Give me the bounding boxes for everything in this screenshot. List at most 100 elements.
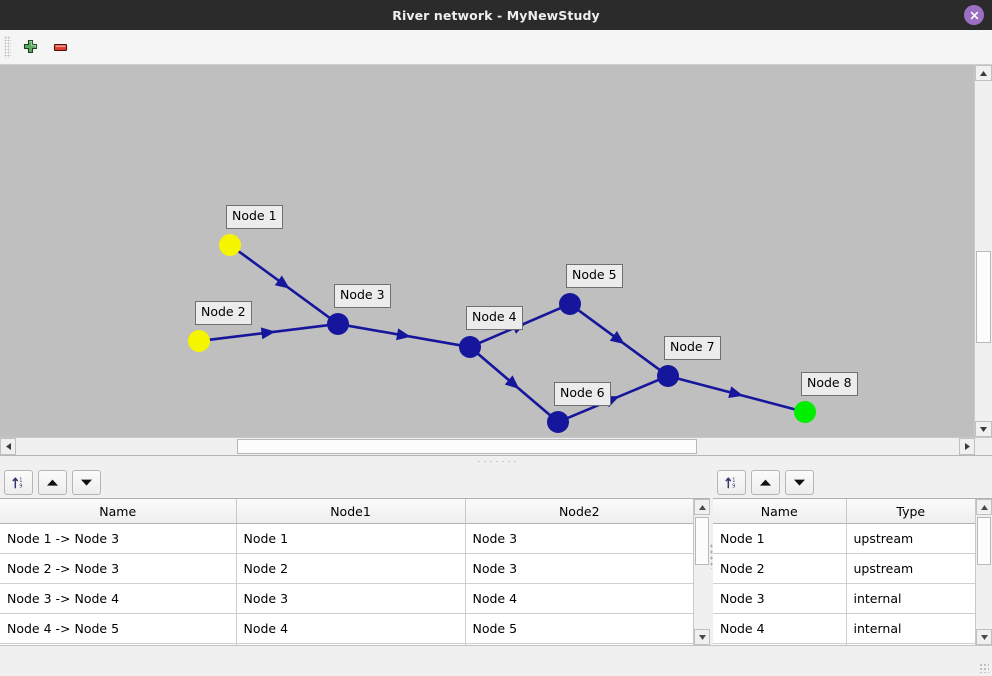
table-cell[interactable]: Node 4 bbox=[465, 583, 693, 614]
column-header[interactable]: Node2 bbox=[465, 499, 693, 524]
table-cell[interactable] bbox=[465, 643, 693, 645]
column-header[interactable]: Node1 bbox=[236, 499, 466, 524]
scroll-down-arrow-icon[interactable] bbox=[975, 421, 992, 437]
table-cell[interactable]: Node 1 -> Node 3 bbox=[0, 523, 237, 554]
graph-edge-arrow-icon bbox=[260, 327, 276, 340]
table-cell[interactable]: Node 3 -> Node 4 bbox=[0, 583, 237, 614]
branch-vscroll-track[interactable] bbox=[694, 515, 710, 629]
table-cell[interactable]: Node 1 bbox=[713, 523, 847, 554]
window-title: River network - MyNewStudy bbox=[392, 7, 600, 23]
graph-node[interactable] bbox=[547, 411, 569, 433]
branch-table-vertical-scrollbar[interactable] bbox=[693, 499, 710, 645]
node-move-down-button[interactable] bbox=[785, 469, 814, 495]
graph-node-label[interactable]: Node 6 bbox=[554, 382, 611, 406]
close-icon[interactable] bbox=[964, 5, 984, 25]
table-row[interactable] bbox=[713, 643, 975, 645]
table-row[interactable] bbox=[0, 643, 693, 645]
node-vscroll-track[interactable] bbox=[976, 515, 992, 629]
node-scroll-down-arrow-icon[interactable] bbox=[976, 629, 992, 645]
table-cell[interactable]: Node 2 -> Node 3 bbox=[0, 553, 237, 584]
graph-hscroll-thumb[interactable] bbox=[237, 439, 697, 454]
graph-node[interactable] bbox=[459, 336, 481, 358]
graph-node[interactable] bbox=[219, 234, 241, 256]
graph-node[interactable] bbox=[327, 313, 349, 335]
branch-vscroll-thumb[interactable] bbox=[695, 517, 709, 565]
graph-node-label[interactable]: Node 3 bbox=[334, 284, 391, 308]
column-header[interactable]: Name bbox=[0, 499, 237, 524]
svg-text:9: 9 bbox=[732, 483, 735, 489]
table-cell[interactable]: Node 4 bbox=[236, 613, 466, 644]
scroll-up-arrow-icon[interactable] bbox=[975, 65, 992, 81]
branch-move-up-button[interactable] bbox=[38, 469, 67, 495]
graph-node-label[interactable]: Node 4 bbox=[466, 306, 523, 330]
scroll-left-arrow-icon[interactable] bbox=[0, 438, 16, 455]
table-cell[interactable]: Node 3 bbox=[465, 553, 693, 584]
graph-node-label[interactable]: Node 7 bbox=[664, 336, 721, 360]
graph-node[interactable] bbox=[794, 401, 816, 423]
column-header[interactable]: Name bbox=[713, 499, 847, 524]
graph-node[interactable] bbox=[657, 365, 679, 387]
graph-node-label[interactable]: Node 2 bbox=[195, 301, 252, 325]
title-bar: River network - MyNewStudy bbox=[0, 0, 992, 30]
graph-node[interactable] bbox=[188, 330, 210, 352]
table-cell[interactable]: Node 4 bbox=[713, 613, 847, 644]
branch-sort-button[interactable]: 1 9 bbox=[4, 469, 33, 495]
vertical-splitter[interactable] bbox=[710, 466, 713, 645]
graph-node-label[interactable]: Node 1 bbox=[226, 205, 283, 229]
branch-scroll-up-arrow-icon[interactable] bbox=[694, 499, 710, 515]
graph-vertical-scrollbar[interactable] bbox=[974, 65, 992, 437]
table-cell[interactable]: upstream bbox=[846, 553, 975, 584]
node-sort-button[interactable]: 1 9 bbox=[717, 469, 746, 495]
graph-node[interactable] bbox=[559, 293, 581, 315]
scroll-right-arrow-icon[interactable] bbox=[959, 438, 975, 455]
node-table-vertical-scrollbar[interactable] bbox=[975, 499, 992, 645]
table-cell[interactable]: Node 3 bbox=[236, 583, 466, 614]
table-cell[interactable]: Node 2 bbox=[236, 553, 466, 584]
graph-hscroll-track[interactable] bbox=[16, 438, 959, 455]
branch-scroll-down-arrow-icon[interactable] bbox=[694, 629, 710, 645]
table-cell[interactable]: Node 3 bbox=[713, 583, 847, 614]
table-cell[interactable] bbox=[713, 643, 847, 645]
table-cell[interactable]: internal bbox=[846, 613, 975, 644]
branch-move-down-button[interactable] bbox=[72, 469, 101, 495]
node-move-up-button[interactable] bbox=[751, 469, 780, 495]
node-scroll-up-arrow-icon[interactable] bbox=[976, 499, 992, 515]
graph-node-label[interactable]: Node 5 bbox=[566, 264, 623, 288]
table-cell[interactable] bbox=[846, 643, 975, 645]
graph-node-label[interactable]: Node 8 bbox=[801, 372, 858, 396]
graph-horizontal-scrollbar[interactable] bbox=[0, 437, 992, 455]
table-cell[interactable] bbox=[236, 643, 466, 645]
graph-vscroll-track[interactable] bbox=[975, 81, 992, 421]
table-cell[interactable]: Node 1 bbox=[236, 523, 466, 554]
remove-node-button[interactable] bbox=[45, 33, 75, 61]
toolbar-drag-handle[interactable] bbox=[4, 36, 11, 58]
table-cell[interactable]: Node 2 bbox=[713, 553, 847, 584]
network-graph-canvas[interactable]: Node 1 Node 2 Node 3 Node 4 Node 5 Node 6 Node… bbox=[0, 65, 974, 437]
table-cell[interactable] bbox=[0, 643, 237, 645]
table-cell[interactable]: Node 5 bbox=[465, 613, 693, 644]
add-node-button[interactable] bbox=[15, 33, 45, 61]
table-cell[interactable]: upstream bbox=[846, 523, 975, 554]
table-cell[interactable]: internal bbox=[846, 583, 975, 614]
column-header[interactable]: Type bbox=[846, 499, 975, 524]
graph-vscroll-thumb[interactable] bbox=[976, 251, 991, 343]
table-cell[interactable]: Node 4 -> Node 5 bbox=[0, 613, 237, 644]
node-vscroll-thumb[interactable] bbox=[977, 517, 991, 565]
horizontal-splitter[interactable] bbox=[0, 455, 992, 466]
resize-grip-icon[interactable] bbox=[979, 663, 989, 673]
table-cell[interactable]: Node 3 bbox=[465, 523, 693, 554]
